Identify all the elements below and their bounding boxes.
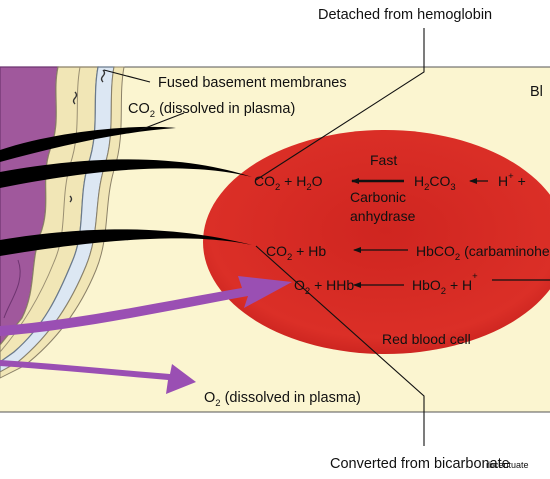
o2-flow-arrow-into-rbc <box>0 276 292 336</box>
label-red-blood-cell: Red blood cell <box>382 331 471 347</box>
reaction-2-left: CO2 + Hb <box>266 243 326 263</box>
leader-co2-dissolved-in-plasma <box>139 112 185 131</box>
reaction-3-left: O2 + HHb <box>294 277 354 297</box>
top-white-band <box>0 0 550 67</box>
co2-flow-arrow-lower <box>0 229 252 256</box>
co2-flow-arrow-middle <box>0 159 252 188</box>
membrane-texture-2 <box>72 91 78 105</box>
reaction-2-right: HbCO2 (carbaminohe <box>416 243 550 263</box>
leader-converted-from-bicarbonate <box>255 245 425 446</box>
co2-flow-arrow-upper <box>0 126 176 162</box>
watermark: rbcentuate <box>486 460 529 470</box>
label-fast: Fast <box>370 152 397 168</box>
leader-fused-basement-membranes <box>103 69 151 83</box>
leader-detached-from-hemoglobin <box>255 28 425 181</box>
reaction-1-left: CO2 + H2O <box>254 173 323 193</box>
label-fused-basement-membranes: Fused basement membranes <box>158 75 347 91</box>
label-o2-dissolved-in-plasma: O2 (dissolved in plasma) <box>204 390 361 409</box>
reaction-1-middle: H2CO3 <box>414 173 456 193</box>
basement-membrane-inner-line <box>0 66 81 353</box>
label-carbonic: Carbonic <box>350 189 406 205</box>
membrane-texture-3 <box>69 195 73 203</box>
label-converted-from-bicarbonate: Converted from bicarbonate <box>330 456 510 472</box>
label-co2-dissolved-in-plasma: CO2 (dissolved in plasma) <box>128 101 295 120</box>
reaction-1-right: H+ + <box>498 171 526 189</box>
label-blood-partial: Bl <box>530 84 543 100</box>
bottom-white-band <box>0 412 550 474</box>
label-detached-from-hemoglobin: Detached from hemoglobin <box>318 7 492 23</box>
red-blood-cell <box>203 130 550 354</box>
o2-flow-arrow-plasma <box>0 360 196 394</box>
membrane-texture-1 <box>100 69 106 83</box>
alveolar-cell-fold <box>3 259 21 319</box>
label-anhydrase: anhydrase <box>350 208 416 224</box>
reaction-3-right: HbO2 + H+ <box>412 271 478 297</box>
